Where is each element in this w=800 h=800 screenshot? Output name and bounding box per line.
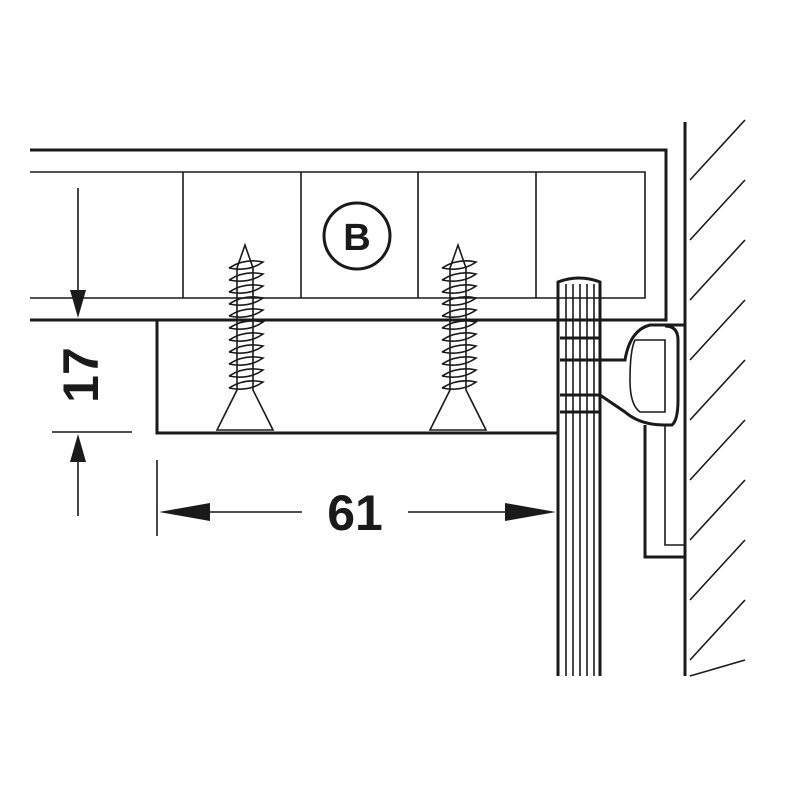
dimension-width-label: 61 <box>327 485 383 541</box>
drawer-panel <box>30 148 668 322</box>
bracket <box>560 323 685 559</box>
dimension-height-label: 17 <box>53 347 109 403</box>
screws <box>215 242 488 431</box>
mounting-block <box>155 320 557 435</box>
part-label-text: B <box>343 217 370 259</box>
part-label-b: B <box>322 201 392 271</box>
front-panel <box>556 276 602 676</box>
screw <box>428 242 488 431</box>
wall <box>683 119 746 677</box>
screw <box>215 242 275 431</box>
dimension-width: 61 <box>156 460 556 541</box>
dimension-height: 17 <box>52 188 132 516</box>
